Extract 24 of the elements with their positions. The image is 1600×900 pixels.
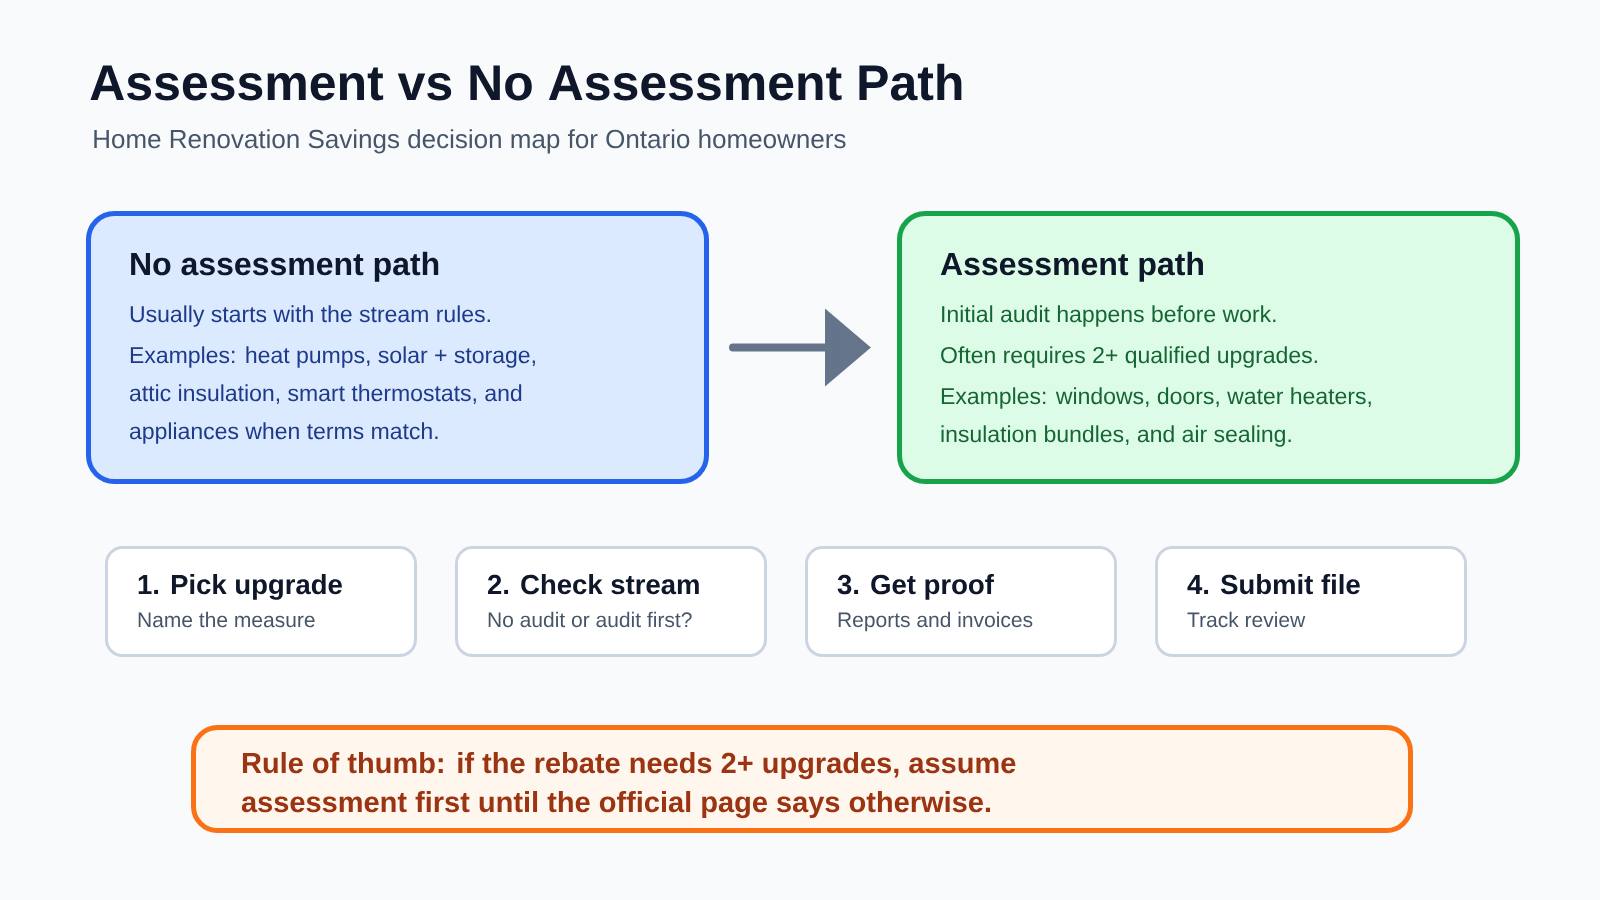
step-card <box>805 546 1117 657</box>
panel-heading: Assessment path <box>940 251 1203 282</box>
step-text: No audit or audit first? <box>488 611 692 628</box>
note-box: Rule of thumb: if the rebate needs 2+ upgrades, assume assessment first until the official page says otherwise. <box>191 725 1413 833</box>
step-card <box>455 546 767 657</box>
step-card <box>105 546 417 657</box>
panel-text: Often requires 2+ qualified upgrades. <box>941 346 1317 368</box>
title: Assessment vs No Assessment Path <box>90 63 962 101</box>
panel-text: Initial audit happens before work. <box>942 305 1276 327</box>
subtitle: Home Renovation Savings decision map for Ontario homeowners <box>94 129 846 154</box>
step-text: Reports and invoices <box>838 611 1033 632</box>
step-card <box>1155 546 1467 657</box>
step-title: 1. Pick upgrade <box>138 574 342 600</box>
step-title: 2. Check stream <box>487 574 699 595</box>
step-text: Track review <box>1187 611 1306 628</box>
panel-text: Examples: windows, doors, water heaters, insulation bundles, and air sealing. <box>941 387 1371 447</box>
path-panel <box>86 211 709 484</box>
step-title: 4. Submit file <box>1187 574 1360 595</box>
step-title: 3. Get proof <box>837 574 994 600</box>
path-panel <box>897 211 1520 484</box>
panel-heading: No assessment path <box>131 251 439 282</box>
panel-text: Usually starts with the stream rules. <box>130 305 490 327</box>
step-text: Name the measure <box>138 611 315 628</box>
panel-text: Examples: heat pumps, solar + storage, attic insulation, smart thermostats, and appliances when terms match. <box>130 346 535 444</box>
